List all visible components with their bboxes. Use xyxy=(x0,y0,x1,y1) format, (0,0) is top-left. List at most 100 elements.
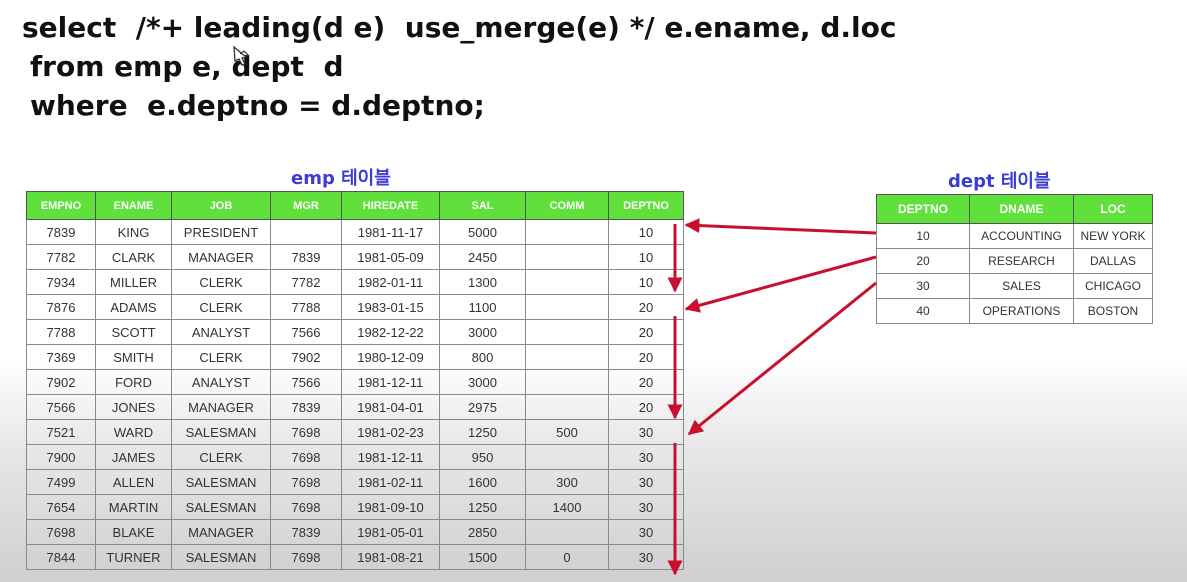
arrow-dept20-to-emp xyxy=(684,255,877,313)
sql-query: select /*+ leading(d e) use_merge(e) */ … xyxy=(22,8,896,125)
dept-cell-deptno: 30 xyxy=(876,273,970,299)
emp-cell-sal: 1250 xyxy=(439,419,526,445)
emp-cell-mgr: 7698 xyxy=(270,494,342,520)
emp-cell-comm xyxy=(525,244,609,270)
emp-cell-comm xyxy=(525,344,609,370)
emp-col-header-deptno: DEPTNO xyxy=(608,191,684,220)
emp-cell-sal: 2850 xyxy=(439,519,526,545)
emp-cell-comm xyxy=(525,519,609,545)
emp-cell-ename: JONES xyxy=(95,394,172,420)
sql-line-select: select /*+ leading(d e) use_merge(e) */ … xyxy=(22,11,897,44)
emp-cell-sal: 1500 xyxy=(439,544,526,570)
emp-cell-job: CLERK xyxy=(171,269,271,295)
emp-cell-sal: 2975 xyxy=(439,394,526,420)
emp-cell-deptno: 30 xyxy=(608,444,684,470)
emp-cell-ename: SCOTT xyxy=(95,319,172,345)
emp-cell-job: MANAGER xyxy=(171,244,271,270)
emp-cell-hiredate: 1981-04-01 xyxy=(341,394,440,420)
emp-cell-deptno: 20 xyxy=(608,344,684,370)
emp-cell-mgr: 7839 xyxy=(270,244,342,270)
emp-cell-mgr: 7902 xyxy=(270,344,342,370)
emp-cell-job: CLERK xyxy=(171,444,271,470)
dept-cell-loc: NEW YORK xyxy=(1073,223,1153,249)
emp-cell-empno: 7654 xyxy=(26,494,96,520)
emp-col-header-job: JOB xyxy=(171,191,271,220)
emp-cell-empno: 7844 xyxy=(26,544,96,570)
dept-col-header-deptno: DEPTNO xyxy=(876,194,970,224)
emp-cell-mgr: 7788 xyxy=(270,294,342,320)
emp-cell-empno: 7698 xyxy=(26,519,96,545)
emp-cell-job: ANALYST xyxy=(171,319,271,345)
emp-cell-empno: 7369 xyxy=(26,344,96,370)
emp-cell-empno: 7499 xyxy=(26,469,96,495)
emp-cell-hiredate: 1983-01-15 xyxy=(341,294,440,320)
emp-cell-hiredate: 1981-11-17 xyxy=(341,219,440,245)
emp-col-header-ename: ENAME xyxy=(95,191,172,220)
emp-cell-ename: TURNER xyxy=(95,544,172,570)
emp-cell-mgr: 7698 xyxy=(270,419,342,445)
emp-cell-hiredate: 1982-01-11 xyxy=(341,269,440,295)
dept-cell-deptno: 20 xyxy=(876,248,970,274)
emp-cell-hiredate: 1982-12-22 xyxy=(341,319,440,345)
emp-cell-mgr: 7566 xyxy=(270,319,342,345)
emp-cell-job: CLERK xyxy=(171,344,271,370)
emp-cell-comm: 300 xyxy=(525,469,609,495)
emp-cell-empno: 7788 xyxy=(26,319,96,345)
emp-cell-job: SALESMAN xyxy=(171,469,271,495)
emp-col-header-sal: SAL xyxy=(439,191,526,220)
pencil-cursor-icon xyxy=(233,45,249,66)
dept-cell-dname: OPERATIONS xyxy=(969,298,1074,324)
emp-cell-hiredate: 1981-08-21 xyxy=(341,544,440,570)
emp-cell-deptno: 30 xyxy=(608,419,684,445)
emp-cell-ename: MARTIN xyxy=(95,494,172,520)
emp-cell-empno: 7902 xyxy=(26,369,96,395)
emp-table-caption: emp 테이블 xyxy=(291,168,391,189)
dept-cell-dname: RESEARCH xyxy=(969,248,1074,274)
emp-cell-comm xyxy=(525,294,609,320)
emp-cell-mgr xyxy=(270,219,342,245)
emp-cell-ename: ALLEN xyxy=(95,469,172,495)
emp-cell-hiredate: 1981-12-11 xyxy=(341,369,440,395)
emp-cell-ename: ADAMS xyxy=(95,294,172,320)
emp-cell-hiredate: 1981-09-10 xyxy=(341,494,440,520)
emp-cell-empno: 7839 xyxy=(26,219,96,245)
emp-col-header-comm: COMM xyxy=(525,191,609,220)
arrow-dept10-to-emp xyxy=(684,218,877,235)
emp-cell-mgr: 7698 xyxy=(270,469,342,495)
emp-cell-comm xyxy=(525,394,609,420)
emp-cell-deptno: 10 xyxy=(608,244,684,270)
emp-cell-comm: 500 xyxy=(525,419,609,445)
emp-cell-empno: 7900 xyxy=(26,444,96,470)
emp-cell-empno: 7876 xyxy=(26,294,96,320)
emp-cell-mgr: 7698 xyxy=(270,544,342,570)
emp-cell-hiredate: 1981-12-11 xyxy=(341,444,440,470)
emp-cell-deptno: 10 xyxy=(608,219,684,245)
emp-cell-comm xyxy=(525,369,609,395)
emp-cell-job: SALESMAN xyxy=(171,419,271,445)
emp-cell-comm xyxy=(525,269,609,295)
emp-cell-sal: 950 xyxy=(439,444,526,470)
emp-cell-deptno: 20 xyxy=(608,319,684,345)
emp-cell-sal: 5000 xyxy=(439,219,526,245)
emp-cell-ename: KING xyxy=(95,219,172,245)
emp-cell-deptno: 30 xyxy=(608,469,684,495)
emp-cell-mgr: 7698 xyxy=(270,444,342,470)
emp-cell-comm xyxy=(525,219,609,245)
emp-cell-ename: SMITH xyxy=(95,344,172,370)
emp-cell-job: MANAGER xyxy=(171,519,271,545)
